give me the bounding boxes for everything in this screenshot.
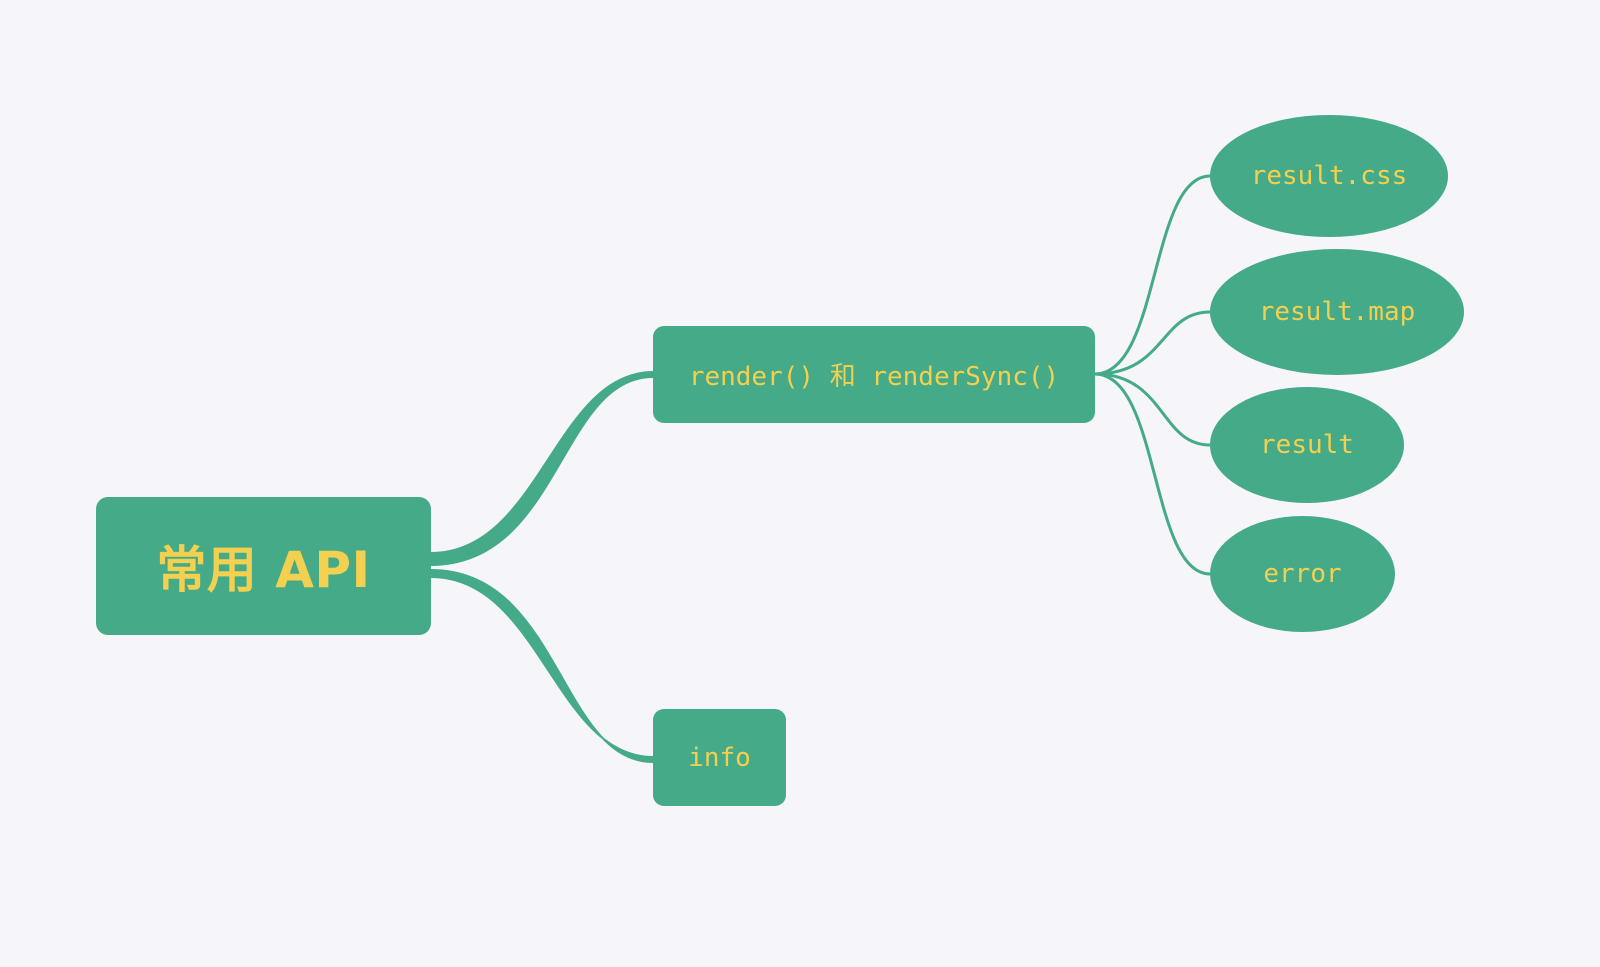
leaf-node-result-map-label: result.map — [1258, 297, 1416, 327]
branch-node-info[interactable]: info — [653, 709, 786, 806]
leaf-node-error[interactable]: error — [1210, 516, 1395, 632]
connector-root-render — [430, 370, 654, 567]
leaf-node-error-label: error — [1263, 559, 1342, 589]
leaf-node-result-map[interactable]: result.map — [1210, 249, 1464, 375]
branch-node-info-label: info — [688, 742, 751, 773]
leaf-node-result[interactable]: result — [1210, 387, 1404, 503]
connector-render-result-map — [1094, 310, 1211, 376]
connector-render-result-css — [1094, 174, 1211, 376]
connector-render-result — [1094, 372, 1211, 447]
leaf-node-result-label: result — [1260, 430, 1354, 460]
leaf-node-result-css-label: result.css — [1250, 161, 1408, 191]
root-node[interactable]: 常用 API — [96, 497, 431, 635]
connector-render-error — [1094, 372, 1211, 576]
root-node-label: 常用 API — [156, 541, 371, 599]
branch-node-render[interactable]: render() 和 renderSync() — [653, 326, 1095, 423]
connector-root-info — [430, 568, 654, 764]
branch-node-render-label: render() 和 renderSync() — [688, 362, 1060, 392]
leaf-node-result-css[interactable]: result.css — [1210, 115, 1448, 237]
